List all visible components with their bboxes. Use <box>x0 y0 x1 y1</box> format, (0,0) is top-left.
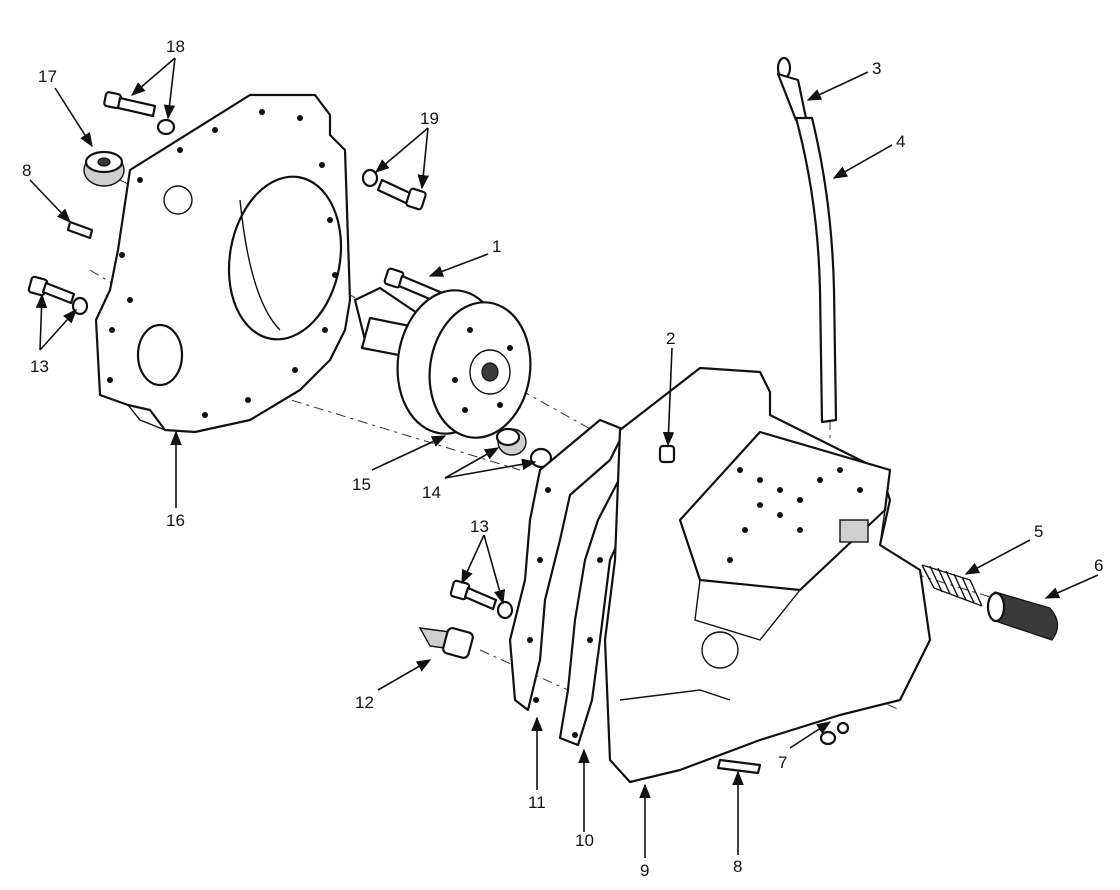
callout-10: 10 <box>575 831 594 850</box>
callout-17: 17 <box>38 67 57 86</box>
callout-9: 9 <box>640 861 649 880</box>
callout-1: 1 <box>492 237 501 256</box>
bolt-washer-right <box>361 168 427 211</box>
callout-15: 15 <box>352 475 371 494</box>
callout-16: 16 <box>166 511 185 530</box>
plug <box>83 150 125 187</box>
spring-filter <box>921 564 1059 641</box>
callout-2: 2 <box>666 329 675 348</box>
callout-6: 6 <box>1094 556 1103 575</box>
callout-13-left: 13 <box>30 357 49 376</box>
valve-body <box>603 366 932 784</box>
bolt-washer-left <box>27 275 89 316</box>
plug-oring <box>495 427 553 469</box>
dowel-pin-right <box>716 758 762 775</box>
callout-7: 7 <box>778 753 787 772</box>
callout-labels: 1 2 3 4 5 6 7 8 8 9 10 11 12 13 13 14 15… <box>22 37 1103 880</box>
pump-bolt <box>383 267 442 304</box>
dowel-pin-left <box>66 220 94 240</box>
callout-4: 4 <box>896 132 905 151</box>
bolt-washer-top <box>103 91 176 136</box>
leader-lines <box>29 57 1099 858</box>
callout-11: 11 <box>528 793 546 812</box>
callout-19: 19 <box>420 109 439 128</box>
small-plug <box>658 444 676 464</box>
callout-18: 18 <box>166 37 185 56</box>
callout-8-top: 8 <box>22 161 31 180</box>
callout-12: 12 <box>355 693 374 712</box>
drain-plug <box>418 627 474 659</box>
dipstick-tube <box>776 56 838 424</box>
callout-14: 14 <box>422 483 441 502</box>
callout-3: 3 <box>872 59 881 78</box>
small-screw <box>819 721 850 746</box>
callout-8-bottom: 8 <box>733 857 742 876</box>
housing-plate <box>94 93 352 434</box>
callout-13-lower: 13 <box>470 517 489 536</box>
pump-assembly <box>353 286 532 439</box>
callout-5: 5 <box>1034 522 1043 541</box>
